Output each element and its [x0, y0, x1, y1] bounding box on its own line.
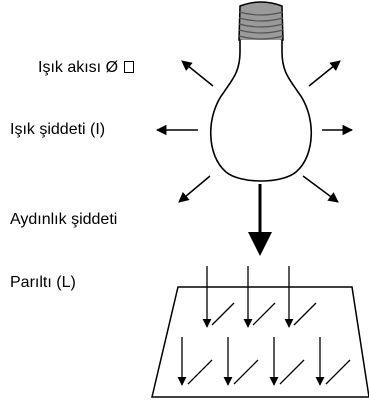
- missing-glyph-box-icon: [124, 61, 135, 73]
- light-bulb-icon: [209, 1, 313, 182]
- illuminated-surface: [151, 266, 369, 398]
- reflected-line: [211, 302, 235, 326]
- ray-arrow-lower-left: [178, 175, 211, 203]
- ray-arrow-lower-right: [302, 175, 339, 203]
- reflected-line: [187, 359, 213, 385]
- ray-arrow-upper-right: [308, 60, 341, 87]
- bulb-screw-base: [238, 1, 284, 44]
- light-ray-arrows: [155, 60, 354, 203]
- luminous-flux-label: Işık akısı Ø: [38, 60, 135, 76]
- main-down-arrow: [248, 184, 272, 256]
- luminance-label: Parıltı (L): [10, 274, 76, 291]
- ray-arrow-upper-left: [181, 60, 214, 87]
- reflected-line: [325, 359, 351, 385]
- illuminance-label: Aydınlık şiddeti: [10, 211, 118, 228]
- reflected-line: [233, 359, 259, 385]
- bulb-glass: [209, 40, 313, 182]
- surface-trapezoid: [151, 286, 369, 398]
- reflected-line: [279, 359, 305, 385]
- reflected-line: [293, 302, 317, 326]
- luminous-intensity-label: Işık şiddeti (I): [10, 121, 106, 138]
- reflected-line: [252, 302, 276, 326]
